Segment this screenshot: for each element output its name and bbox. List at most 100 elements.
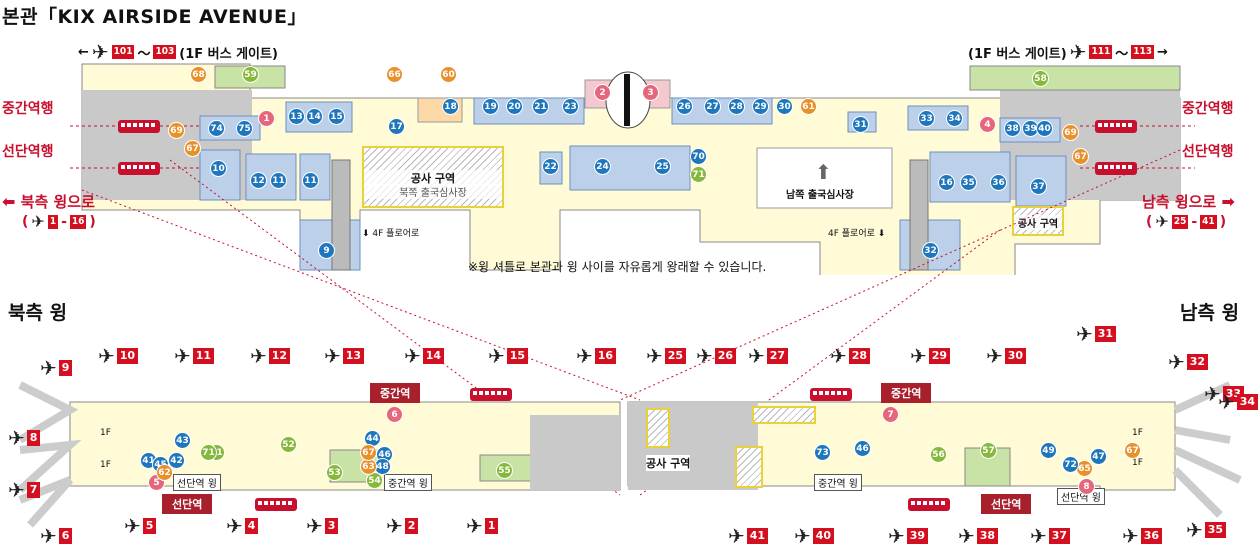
shop-marker-32[interactable]: 32 xyxy=(922,242,939,259)
shop-marker-69[interactable]: 69 xyxy=(1062,124,1079,141)
south-gate-34[interactable]: ✈34 xyxy=(1218,392,1259,412)
shop-marker-30[interactable]: 30 xyxy=(776,98,793,115)
north-gate-7[interactable]: ✈7 xyxy=(8,480,41,500)
shop-marker-11[interactable]: 11 xyxy=(302,172,319,189)
north-gate-16[interactable]: ✈16 xyxy=(576,346,617,366)
shop-marker-15[interactable]: 15 xyxy=(328,108,345,125)
south-gate-29[interactable]: ✈29 xyxy=(910,346,951,366)
shop-marker-36[interactable]: 36 xyxy=(990,174,1007,191)
shop-marker-28[interactable]: 28 xyxy=(728,98,745,115)
shop-marker-70[interactable]: 70 xyxy=(690,148,707,165)
shop-marker-10[interactable]: 10 xyxy=(210,160,227,177)
shop-marker-67[interactable]: 67 xyxy=(360,444,377,461)
north-gate-2[interactable]: ✈2 xyxy=(386,516,419,536)
shop-marker-59[interactable]: 59 xyxy=(242,66,259,83)
shop-marker-13[interactable]: 13 xyxy=(288,108,305,125)
south-gate-32[interactable]: ✈32 xyxy=(1168,352,1209,372)
shop-marker-21[interactable]: 21 xyxy=(532,98,549,115)
shop-marker-35[interactable]: 35 xyxy=(960,174,977,191)
shop-marker-2[interactable]: 2 xyxy=(594,84,611,101)
shop-marker-49[interactable]: 49 xyxy=(1040,442,1057,459)
south-gate-39[interactable]: ✈39 xyxy=(888,526,929,545)
shop-marker-40[interactable]: 40 xyxy=(1036,120,1053,137)
south-wing-link[interactable]: 남측 윙으로 ➡ xyxy=(1142,192,1235,211)
north-gate-4[interactable]: ✈4 xyxy=(226,516,259,536)
shop-marker-16[interactable]: 16 xyxy=(938,174,955,191)
shop-marker-56[interactable]: 56 xyxy=(930,446,947,463)
north-gate-15[interactable]: ✈15 xyxy=(488,346,529,366)
north-gate-14[interactable]: ✈14 xyxy=(404,346,445,366)
shop-marker-46[interactable]: 46 xyxy=(854,440,871,457)
shop-marker-61[interactable]: 61 xyxy=(800,98,817,115)
shop-marker-58[interactable]: 58 xyxy=(1032,70,1049,87)
shop-marker-73[interactable]: 73 xyxy=(814,444,831,461)
shop-marker-27[interactable]: 27 xyxy=(704,98,721,115)
shop-marker-1[interactable]: 1 xyxy=(258,110,275,127)
shop-marker-19[interactable]: 19 xyxy=(482,98,499,115)
south-gate-37[interactable]: ✈37 xyxy=(1030,526,1071,545)
shop-marker-8[interactable]: 8 xyxy=(1078,478,1095,495)
shop-marker-66[interactable]: 66 xyxy=(386,66,403,83)
shop-marker-68[interactable]: 68 xyxy=(190,66,207,83)
shop-marker-12[interactable]: 12 xyxy=(250,172,267,189)
south-gate-30[interactable]: ✈30 xyxy=(986,346,1027,366)
south-gate-35[interactable]: ✈35 xyxy=(1186,520,1227,540)
shop-marker-14[interactable]: 14 xyxy=(306,108,323,125)
shop-marker-31[interactable]: 31 xyxy=(852,116,869,133)
shop-marker-74[interactable]: 74 xyxy=(208,120,225,137)
shop-marker-37[interactable]: 37 xyxy=(1030,178,1047,195)
shop-marker-9[interactable]: 9 xyxy=(318,242,335,259)
north-gate-8[interactable]: ✈8 xyxy=(8,428,41,448)
shop-marker-3[interactable]: 3 xyxy=(642,84,659,101)
shop-marker-71[interactable]: 71 xyxy=(690,166,707,183)
shop-marker-69[interactable]: 69 xyxy=(168,122,185,139)
north-gate-13[interactable]: ✈13 xyxy=(324,346,365,366)
shop-marker-26[interactable]: 26 xyxy=(676,98,693,115)
south-gate-25[interactable]: ✈25 xyxy=(646,346,687,366)
north-gate-11[interactable]: ✈11 xyxy=(174,346,215,366)
shop-marker-72[interactable]: 72 xyxy=(1062,456,1079,473)
shop-marker-33[interactable]: 33 xyxy=(918,110,935,127)
north-gate-12[interactable]: ✈12 xyxy=(250,346,291,366)
north-gate-1[interactable]: ✈1 xyxy=(466,516,499,536)
south-gate-38[interactable]: ✈38 xyxy=(958,526,999,545)
shop-marker-62[interactable]: 62 xyxy=(156,464,173,481)
shop-marker-52[interactable]: 52 xyxy=(280,436,297,453)
shop-marker-38[interactable]: 38 xyxy=(1004,120,1021,137)
south-gate-40[interactable]: ✈40 xyxy=(794,526,835,545)
shop-marker-20[interactable]: 20 xyxy=(506,98,523,115)
south-gate-36[interactable]: ✈36 xyxy=(1122,526,1163,545)
shop-marker-29[interactable]: 29 xyxy=(752,98,769,115)
shop-marker-22[interactable]: 22 xyxy=(542,158,559,175)
shop-marker-53[interactable]: 53 xyxy=(326,464,343,481)
north-gate-9[interactable]: ✈9 xyxy=(40,358,73,378)
north-wing-link[interactable]: ⬅ 북측 윙으로 xyxy=(2,192,95,211)
shop-marker-55[interactable]: 55 xyxy=(496,462,513,479)
north-gate-3[interactable]: ✈3 xyxy=(306,516,339,536)
south-gate-41[interactable]: ✈41 xyxy=(728,526,769,545)
south-gate-28[interactable]: ✈28 xyxy=(830,346,871,366)
shop-marker-75[interactable]: 75 xyxy=(236,120,253,137)
north-gate-10[interactable]: ✈10 xyxy=(98,346,139,366)
shop-marker-24[interactable]: 24 xyxy=(594,158,611,175)
shop-marker-67[interactable]: 67 xyxy=(1124,442,1141,459)
south-gate-33[interactable]: ✈33 xyxy=(1204,384,1245,404)
south-gate-26[interactable]: ✈26 xyxy=(696,346,737,366)
south-gate-27[interactable]: ✈27 xyxy=(748,346,789,366)
north-gate-5[interactable]: ✈5 xyxy=(124,516,157,536)
shop-marker-57[interactable]: 57 xyxy=(980,442,997,459)
north-gate-6[interactable]: ✈6 xyxy=(40,526,73,545)
shop-marker-18[interactable]: 18 xyxy=(442,98,459,115)
shop-marker-67[interactable]: 67 xyxy=(1072,148,1089,165)
shop-marker-4[interactable]: 4 xyxy=(979,116,996,133)
shop-marker-23[interactable]: 23 xyxy=(562,98,579,115)
shop-marker-43[interactable]: 43 xyxy=(174,432,191,449)
south-gate-31[interactable]: ✈31 xyxy=(1076,324,1117,344)
shop-marker-44[interactable]: 44 xyxy=(364,430,381,447)
shop-marker-7[interactable]: 7 xyxy=(882,406,899,423)
shop-marker-6[interactable]: 6 xyxy=(386,406,403,423)
shop-marker-11[interactable]: 11 xyxy=(270,172,287,189)
shop-marker-42[interactable]: 42 xyxy=(168,452,185,469)
shop-marker-25[interactable]: 25 xyxy=(654,158,671,175)
shop-marker-48[interactable]: 48 xyxy=(374,458,391,475)
